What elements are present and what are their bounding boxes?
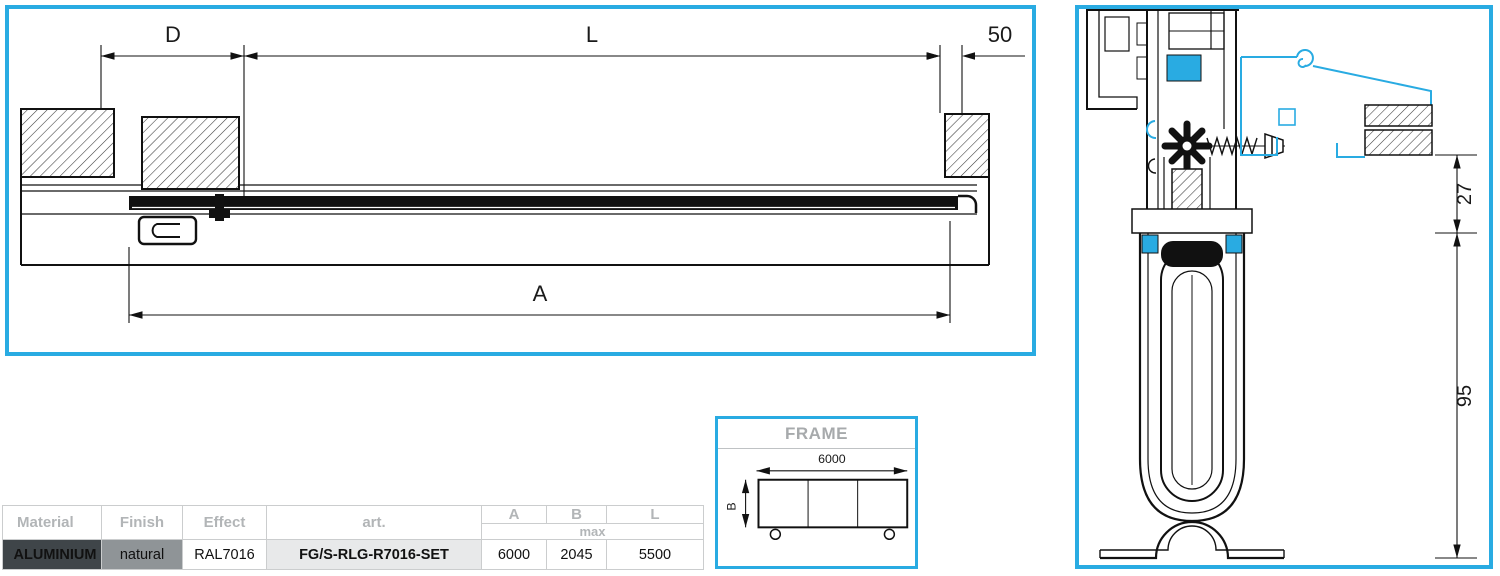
profile-spiral bbox=[1296, 49, 1314, 67]
glass-clamp-hatch-block bbox=[1364, 104, 1433, 156]
wall-hatch-block-left bbox=[20, 108, 115, 178]
cell-a: 6000 bbox=[481, 539, 547, 570]
table-header-row: Material Finish Effect art. A B L bbox=[2, 505, 704, 540]
retaining-clips bbox=[1146, 120, 1157, 174]
frame-panel: FRAME 6000 B bbox=[715, 416, 918, 569]
dim-label-95: 95 bbox=[1454, 385, 1476, 407]
dimension-a bbox=[128, 221, 951, 323]
cell-art: FG/S-RLG-R7016-SET bbox=[266, 539, 482, 570]
track-end-hook bbox=[958, 194, 978, 213]
frame-wheels bbox=[769, 528, 896, 540]
dimension-50 bbox=[904, 45, 1025, 113]
main-section-svg: D L 50 bbox=[20, 22, 1025, 323]
dim-label-a: A bbox=[533, 281, 548, 306]
roller-pad-left-blue bbox=[1141, 234, 1159, 254]
dim-label-d: D bbox=[165, 22, 181, 47]
detail-section-svg: 27 95 bbox=[1086, 9, 1477, 560]
cell-b: 2045 bbox=[546, 539, 607, 570]
col-subheader-max: max bbox=[481, 523, 704, 540]
adjustment-gear bbox=[1161, 120, 1213, 172]
dim-label-50: 50 bbox=[988, 22, 1012, 47]
dim-label-27: 27 bbox=[1454, 183, 1476, 205]
col-header-art: art. bbox=[266, 505, 482, 540]
dimension-d bbox=[100, 45, 245, 197]
floor-bracket-omega bbox=[1099, 520, 1285, 560]
running-track-bar bbox=[129, 194, 978, 213]
adjustment-screw bbox=[1199, 132, 1285, 160]
frame-elevation-outline bbox=[757, 478, 909, 529]
col-header-effect: Effect bbox=[182, 505, 267, 540]
track-bolt bbox=[209, 194, 230, 221]
dimension-27-95 bbox=[1435, 154, 1477, 559]
detail-section-panel: 27 95 bbox=[1075, 5, 1493, 569]
wheel-right bbox=[883, 528, 896, 540]
dim-label-l: L bbox=[586, 22, 598, 47]
col-header-l: L bbox=[606, 505, 704, 524]
clamp-profile-blue bbox=[1240, 49, 1432, 158]
frame-top-profile bbox=[1086, 9, 1239, 110]
gasket-block-blue bbox=[1166, 54, 1202, 82]
frame-dim-width-label: 6000 bbox=[818, 452, 846, 466]
cell-effect: RAL7016 bbox=[182, 539, 267, 570]
col-header-finish: Finish bbox=[101, 505, 183, 540]
col-header-a: A bbox=[481, 505, 547, 524]
cell-finish: natural bbox=[101, 539, 183, 570]
bracket-hatch-block bbox=[141, 116, 240, 190]
spec-table: Material Finish Effect art. A B L max AL… bbox=[2, 505, 704, 570]
table-row: ALUMINIUM natural RAL7016 FG/S-RLG-R7016… bbox=[2, 539, 704, 570]
dimension-l bbox=[244, 45, 941, 113]
cell-material: ALUMINIUM bbox=[2, 539, 102, 570]
main-section-panel: D L 50 bbox=[5, 5, 1036, 356]
wheel-left bbox=[769, 528, 782, 540]
wall-hatch-block-right bbox=[944, 113, 990, 178]
col-header-material: Material bbox=[2, 505, 102, 540]
roller-pad-right-blue bbox=[1225, 234, 1243, 254]
frame-elevation-svg: 6000 B bbox=[725, 452, 909, 540]
col-header-b: B bbox=[546, 505, 607, 524]
cell-l: 5500 bbox=[606, 539, 704, 570]
wheel-bearing bbox=[1161, 241, 1223, 267]
roller-wheel bbox=[1160, 241, 1224, 502]
frame-panel-title: FRAME bbox=[785, 424, 848, 443]
frame-dim-height-label: B bbox=[725, 502, 739, 510]
guide-profile-section bbox=[137, 215, 198, 246]
frame-panel-divider bbox=[718, 448, 915, 449]
